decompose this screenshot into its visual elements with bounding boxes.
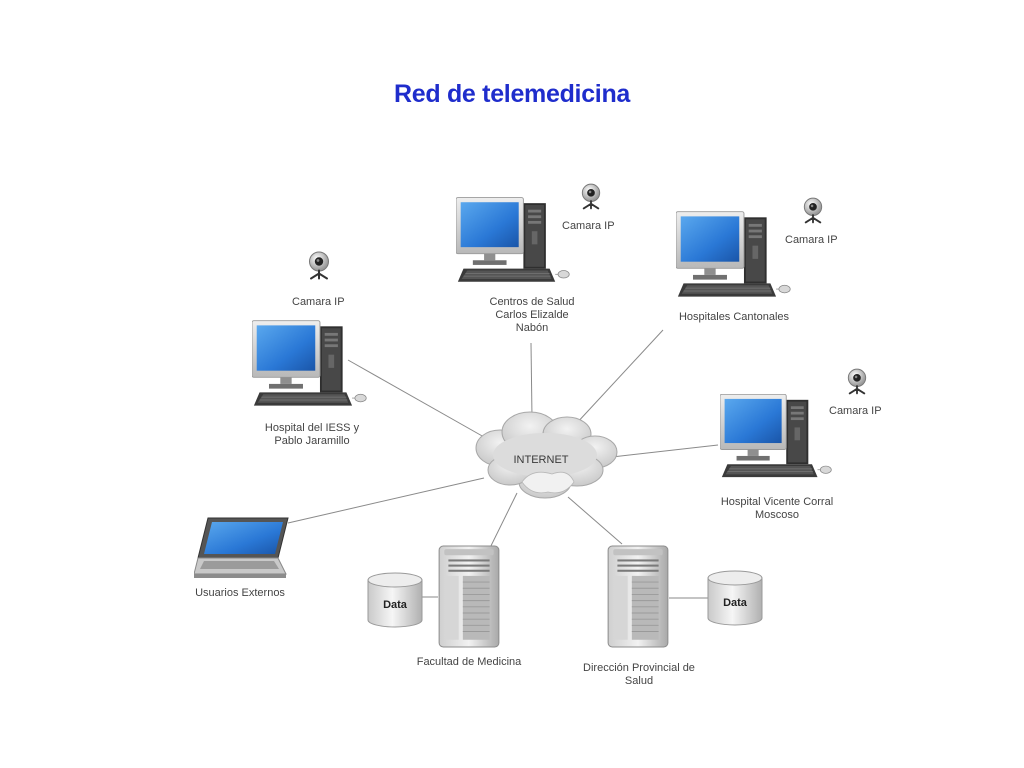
internet-cloud: INTERNET: [475, 411, 618, 499]
link-centros: [530, 342, 533, 419]
camera-label-centros: Camara IP: [562, 220, 615, 232]
node-label-vicente-line1: Hospital Vicente Corral: [720, 496, 834, 508]
link-usuarios: [287, 477, 485, 524]
webcam-vicente-icon: [847, 368, 867, 395]
node-label-direccion-line2: Salud: [624, 675, 654, 687]
webcam-cantonales-icon: [803, 197, 823, 224]
cloud-label: INTERNET: [514, 454, 569, 466]
link-direccion: [567, 496, 623, 545]
computer-iess-icon: [252, 320, 367, 407]
node-label-iess-line2: Pablo Jaramillo: [274, 435, 350, 447]
node-label-centros-line1: Centros de Salud: [489, 296, 575, 308]
laptop-icon: [194, 517, 289, 579]
node-label-cantonales: Hospitales Cantonales: [672, 311, 796, 324]
node-label-usuarios-line1: Usuarios Externos: [195, 587, 285, 599]
computer-cantonales-icon: [676, 211, 791, 298]
node-label-centros: Centros de Salud Carlos Elizalde Nabón: [462, 296, 602, 335]
node-label-iess-line1: Hospital del IESS y: [264, 422, 360, 434]
link-cantonales: [574, 329, 664, 426]
node-label-usuarios: Usuarios Externos: [183, 587, 297, 600]
computer-vicente-icon: [720, 394, 832, 478]
node-label-vicente: Hospital Vicente Corral Moscoso: [710, 496, 844, 522]
node-label-facultad-line1: Facultad de Medicina: [416, 656, 522, 668]
node-label-vicente-line2: Moscoso: [754, 509, 800, 521]
database-facultad: Data: [367, 572, 423, 628]
camera-label-vicente: Camara IP: [829, 405, 882, 417]
computer-centros-icon: [456, 197, 570, 283]
node-label-iess: Hospital del IESS y Pablo Jaramillo: [248, 422, 376, 448]
server-direccion-icon: [607, 545, 669, 648]
server-facultad-icon: [438, 545, 500, 648]
link-iess: [347, 359, 485, 438]
page-title: Red de telemedicina: [393, 80, 631, 108]
database-direccion-label: Data: [723, 597, 748, 609]
database-facultad-label: Data: [383, 599, 408, 611]
node-label-centros-line2: Carlos Elizalde: [495, 309, 569, 321]
webcam-centros-icon: [581, 183, 601, 210]
node-label-cantonales-line1: Hospitales Cantonales: [678, 311, 790, 323]
camera-label-cantonales: Camara IP: [785, 234, 838, 246]
link-vicente: [611, 444, 719, 458]
camera-label-iess: Camara IP: [292, 296, 345, 308]
node-label-direccion-line1: Dirección Provincial de: [583, 662, 695, 674]
webcam-iess-icon: [308, 251, 330, 280]
node-label-centros-line3: Nabón: [515, 322, 549, 334]
database-direccion: Data: [707, 570, 763, 626]
node-label-facultad: Facultad de Medicina: [407, 656, 531, 669]
node-label-direccion: Dirección Provincial de Salud: [570, 662, 708, 688]
connections: [287, 329, 719, 599]
